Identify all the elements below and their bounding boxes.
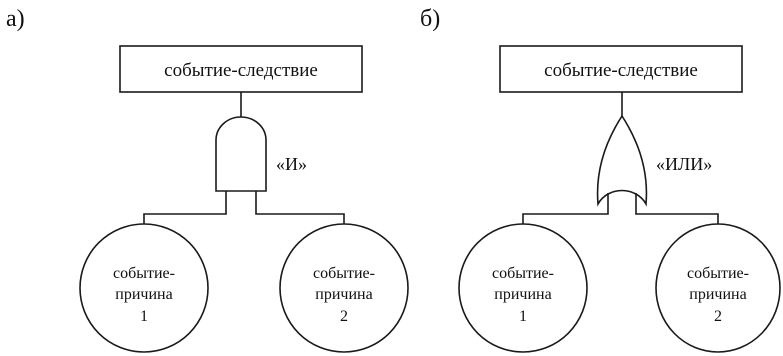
effect-box-a: [119, 45, 363, 93]
cause-event-b-1: событие- причина 1: [458, 223, 588, 353]
cause-event-a-1: событие- причина 1: [79, 223, 209, 353]
cause-b-2-line1: событие-: [687, 265, 749, 282]
cause-b-2-line3: 2: [714, 308, 722, 325]
cause-event-a-2: событие- причина 2: [279, 223, 409, 353]
cause-a-1-line3: 1: [140, 308, 148, 325]
cause-a-1-line1: событие-: [113, 265, 175, 282]
effect-label-a: событие-следствие: [164, 60, 318, 81]
panel-b: б) событие-следствие «ИЛИ» событие- прич…: [420, 6, 781, 353]
gate-label-a: «И»: [276, 154, 307, 174]
cause-a-2-line1: событие-: [313, 265, 375, 282]
effect-label-b: событие-следствие: [544, 60, 698, 81]
cause-circle-b-2: [655, 223, 781, 353]
and-gate-icon: [215, 116, 267, 192]
cause-b-1-line1: событие-: [492, 265, 554, 282]
panel-a-label: а): [6, 6, 25, 32]
cause-event-b-2: событие- причина 2: [655, 223, 781, 353]
panel-a: а) событие-следствие «И» событие- причин…: [6, 6, 409, 353]
cause-circle-b-1: [458, 223, 588, 353]
cause-b-1-line3: 1: [519, 308, 527, 325]
gate-label-b: «ИЛИ»: [656, 154, 712, 174]
cause-b-1-line2: причина: [494, 286, 551, 303]
cause-circle-a-1: [79, 223, 209, 353]
effect-box-b: [499, 45, 743, 93]
cause-circle-a-2: [279, 223, 409, 353]
cause-a-2-line2: причина: [315, 286, 372, 303]
panel-b-label: б): [420, 6, 440, 32]
or-gate-icon: [596, 114, 648, 207]
cause-b-2-line2: причина: [689, 286, 746, 303]
cause-a-2-line3: 2: [340, 308, 348, 325]
cause-a-1-line2: причина: [115, 286, 172, 303]
